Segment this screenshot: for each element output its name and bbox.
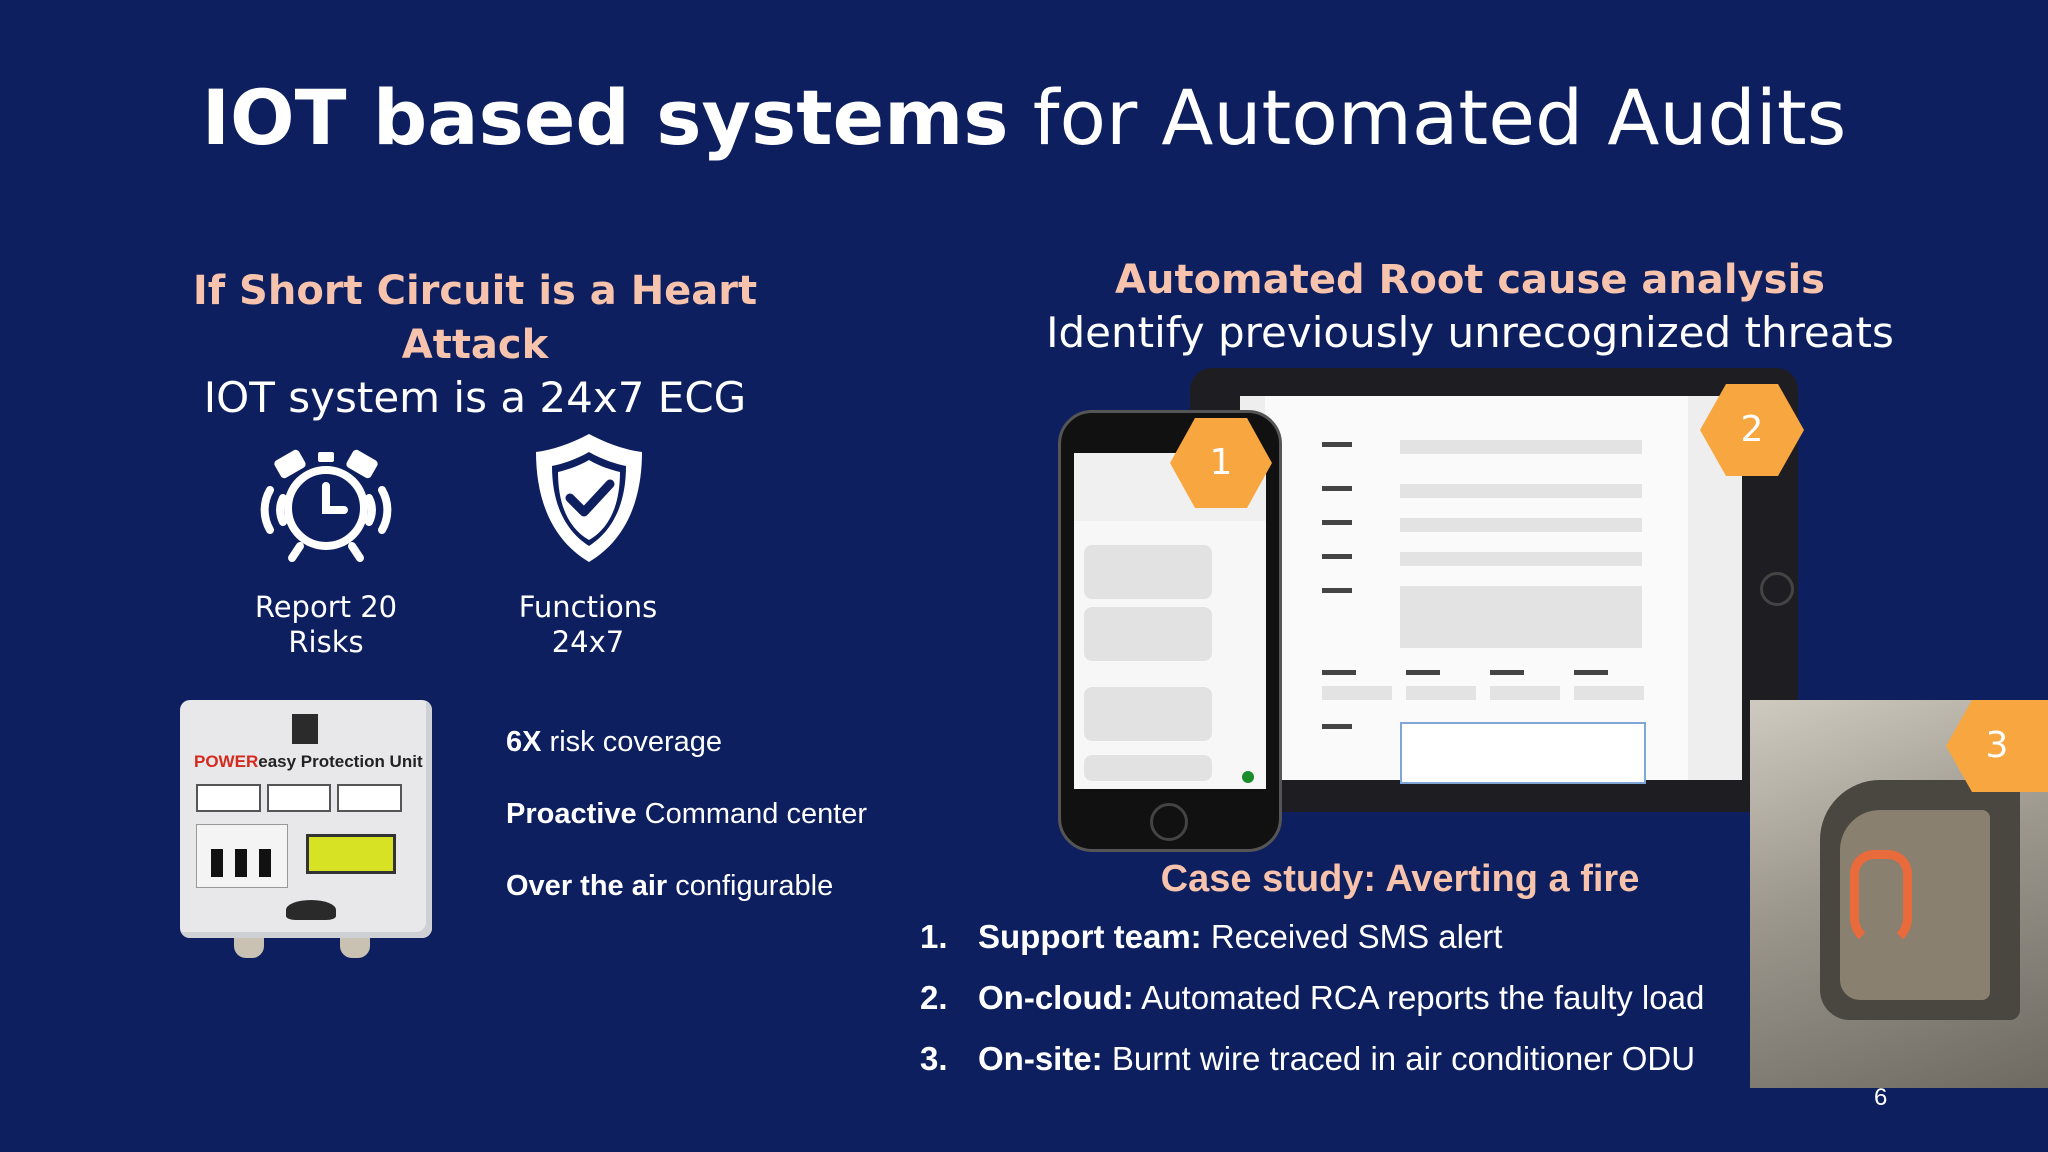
bullet-risk-coverage-bold: 6X xyxy=(506,726,542,758)
icon-caption-report-line2: Risks xyxy=(288,625,364,659)
case-study-item: 2. On-cloud: Automated RCA reports the fa… xyxy=(920,979,1704,1017)
badge-1: 1 xyxy=(1170,418,1272,508)
burnt-wire-photo xyxy=(1750,700,2048,1088)
bullet-command-center-bold: Proactive xyxy=(506,798,637,830)
case-study-item-text: Burnt wire traced in air conditioner ODU xyxy=(1102,1040,1696,1077)
device-brand-label: POWEReasy Protection Unit xyxy=(194,752,423,772)
page-number: 6 xyxy=(1874,1084,1888,1111)
bullet-configurable-text: configurable xyxy=(667,870,834,902)
bullet-configurable: Over the air configurable xyxy=(506,870,833,903)
left-subheading: IOT system is a 24x7 ECG xyxy=(203,373,747,422)
badge-3: 3 xyxy=(1946,700,2048,792)
icon-caption-report: Report 20 Risks xyxy=(206,590,446,660)
shield-check-icon xyxy=(530,430,648,566)
icon-caption-functions-line2: 24x7 xyxy=(551,625,625,659)
case-study-item-num: 1. xyxy=(920,918,948,955)
slide-title-bold: IOT based systems xyxy=(201,73,1009,162)
left-heading-block: If Short Circuit is a Heart Attack IOT s… xyxy=(120,264,830,424)
case-study-item-bold: Support team: xyxy=(978,918,1202,955)
badge-1-label: 1 xyxy=(1209,442,1233,483)
case-study-item-bold: On-site: xyxy=(978,1040,1103,1077)
device-brand-rest: easy Protection Unit xyxy=(258,752,423,771)
bullet-configurable-bold: Over the air xyxy=(506,870,668,902)
left-heading: If Short Circuit is a Heart Attack xyxy=(192,268,758,368)
case-study-item: 1. Support team: Received SMS alert xyxy=(920,918,1502,956)
right-subheading: Identify previously unrecognized threats xyxy=(1046,308,1894,357)
case-study-title: Case study: Averting a fire xyxy=(1160,858,1640,900)
badge-3-label: 3 xyxy=(1985,725,2009,766)
badge-2-label: 2 xyxy=(1740,409,1764,450)
case-study-item-text: Received SMS alert xyxy=(1201,918,1503,955)
protection-unit-image: POWEReasy Protection Unit xyxy=(180,700,432,962)
phone-screenshot xyxy=(1058,410,1282,852)
bullet-command-center-text: Command center xyxy=(636,798,868,830)
badge-2: 2 xyxy=(1700,384,1804,476)
bullet-command-center: Proactive Command center xyxy=(506,798,867,831)
icon-caption-report-line1: Report 20 xyxy=(254,590,398,624)
slide-title-rest: for Automated Audits xyxy=(1008,73,1847,162)
icon-caption-functions: Functions 24x7 xyxy=(468,590,708,660)
case-study-item-num: 3. xyxy=(920,1040,948,1077)
right-heading-block: Automated Root cause analysis Identify p… xyxy=(1040,252,1900,358)
case-study-item: 3. On-site: Burnt wire traced in air cond… xyxy=(920,1040,1695,1078)
right-heading: Automated Root cause analysis xyxy=(1115,257,1825,303)
case-study-item-text: Automated RCA reports the faulty load xyxy=(1133,979,1705,1016)
bullet-risk-coverage: 6X risk coverage xyxy=(506,726,722,759)
device-brand-red: POWER xyxy=(194,752,259,771)
bullet-risk-coverage-text: risk coverage xyxy=(541,726,722,758)
icon-caption-functions-line1: Functions xyxy=(518,590,658,624)
slide-title: IOT based systems for Automated Audits xyxy=(0,70,2048,166)
case-study-item-num: 2. xyxy=(920,979,948,1016)
case-study-item-bold: On-cloud: xyxy=(978,979,1134,1016)
alarm-clock-icon xyxy=(250,446,402,564)
